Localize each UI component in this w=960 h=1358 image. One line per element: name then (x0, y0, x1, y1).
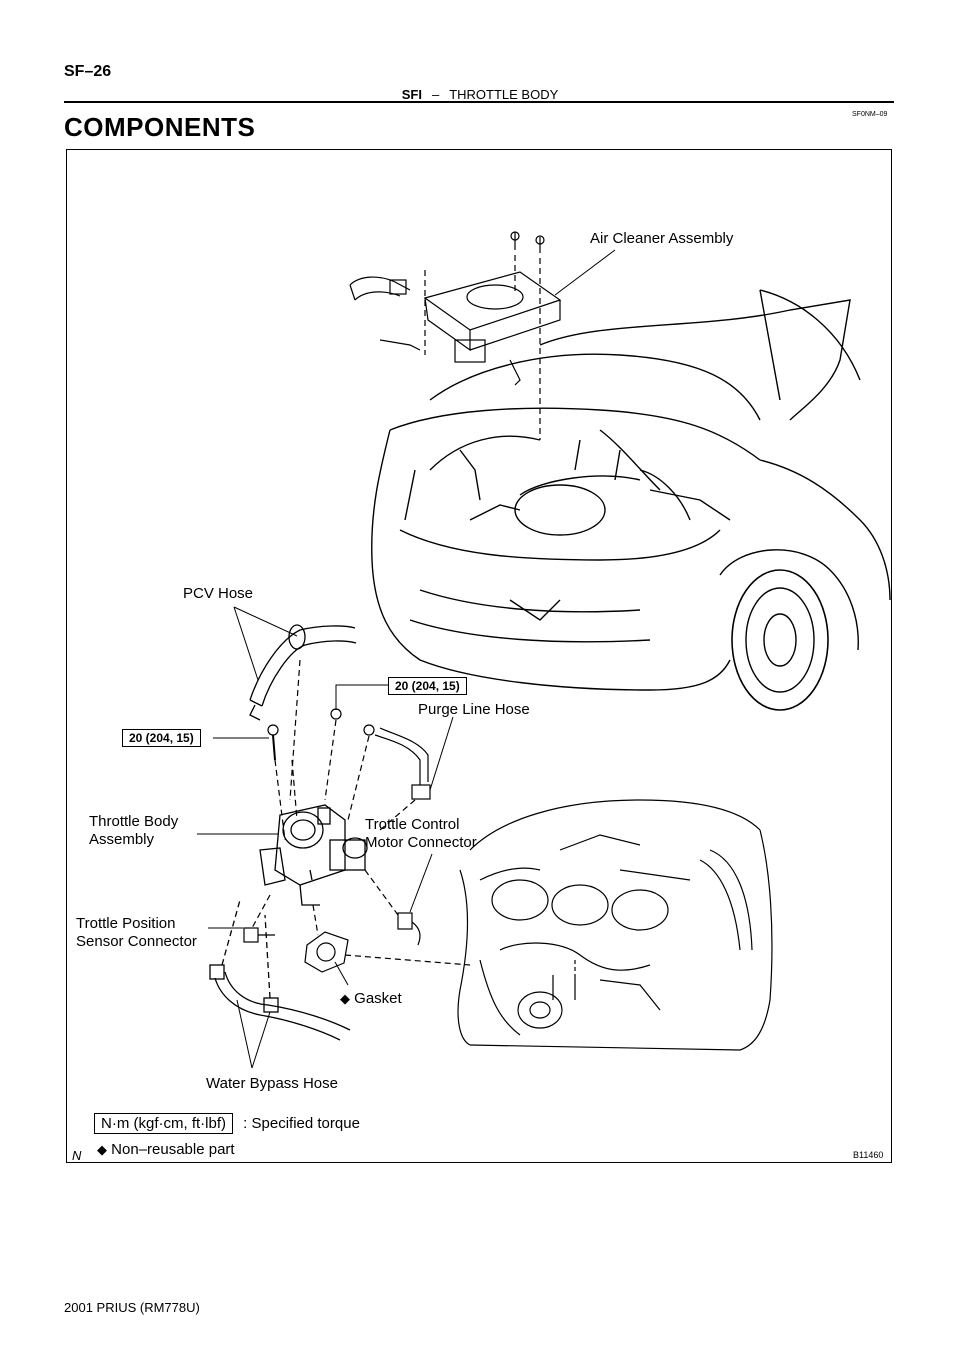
label-position-sensor-connector: Trottle Position Sensor Connector (76, 915, 197, 951)
label-position-sensor-line1: Trottle Position (76, 915, 176, 932)
air-cleaner-illustration (349, 231, 562, 440)
vehicle-illustration (371, 289, 891, 711)
sensor-connector-illustration (243, 894, 275, 943)
header-rule (64, 101, 894, 103)
pcv-hose-illustration (249, 624, 357, 721)
torque-spec-left: 20 (204, 15) (122, 729, 201, 747)
label-throttle-body-line1: Throttle Body (89, 813, 179, 830)
label-air-cleaner-assembly: Air Cleaner Assembly (590, 230, 734, 247)
page-title: COMPONENTS (64, 112, 256, 142)
bolts-illustration (267, 659, 375, 841)
orientation-mark: N (72, 1148, 82, 1163)
label-water-bypass-hose: Water Bypass Hose (206, 1075, 338, 1092)
running-header: SFI–THROTTLE BODY (0, 87, 960, 102)
label-throttle-body-assembly: Throttle Body Assembly (89, 813, 178, 849)
nonreusable-diamond-icon: ◆ (340, 991, 350, 1006)
section-topic: THROTTLE BODY (449, 87, 559, 102)
label-purge-line-hose: Purge Line Hose (418, 701, 530, 718)
figure-frame (66, 149, 892, 1163)
header-separator: – (431, 87, 440, 102)
label-control-motor-connector: Trottle Control Motor Connector (365, 816, 477, 852)
engine-illustration (457, 799, 773, 1051)
purge-line-hose-illustration (374, 727, 431, 831)
label-position-sensor-line2: Sensor Connector (76, 933, 197, 950)
torque-spec-upper: 20 (204, 15) (388, 677, 467, 695)
label-gasket: ◆ Gasket (340, 990, 402, 1008)
label-control-motor-line2: Motor Connector (365, 834, 477, 851)
label-pcv-hose: PCV Hose (183, 585, 254, 602)
label-gasket-text: Gasket (354, 990, 402, 1007)
label-control-motor-line1: Trottle Control (365, 816, 460, 833)
footer-model: 2001 PRIUS (RM778U) (64, 1300, 200, 1315)
legend-torque-desc: : Specified torque (243, 1115, 360, 1132)
gasket-illustration (304, 904, 471, 973)
water-bypass-hose-illustration (209, 899, 351, 1041)
label-throttle-body-line2: Assembly (89, 831, 155, 848)
legend-torque: N·m (kgf·cm, ft·lbf) : Specified torque (94, 1113, 360, 1134)
legend-nonreusable-desc: Non–reusable part (111, 1141, 235, 1158)
page-number: SF–26 (64, 63, 112, 80)
document-code: SF0NM–09 (852, 111, 888, 118)
motor-connector-illustration (364, 869, 421, 946)
legend-torque-box: N·m (kgf·cm, ft·lbf) (94, 1113, 233, 1134)
figure-id: B11460 (853, 1150, 884, 1160)
section-code: SFI (401, 87, 422, 102)
leader-lines (197, 249, 616, 1069)
throttle-body-illustration (259, 804, 368, 906)
legend-nonreusable: ◆ Non–reusable part (97, 1141, 235, 1158)
nonreusable-legend-diamond-icon: ◆ (97, 1142, 107, 1157)
